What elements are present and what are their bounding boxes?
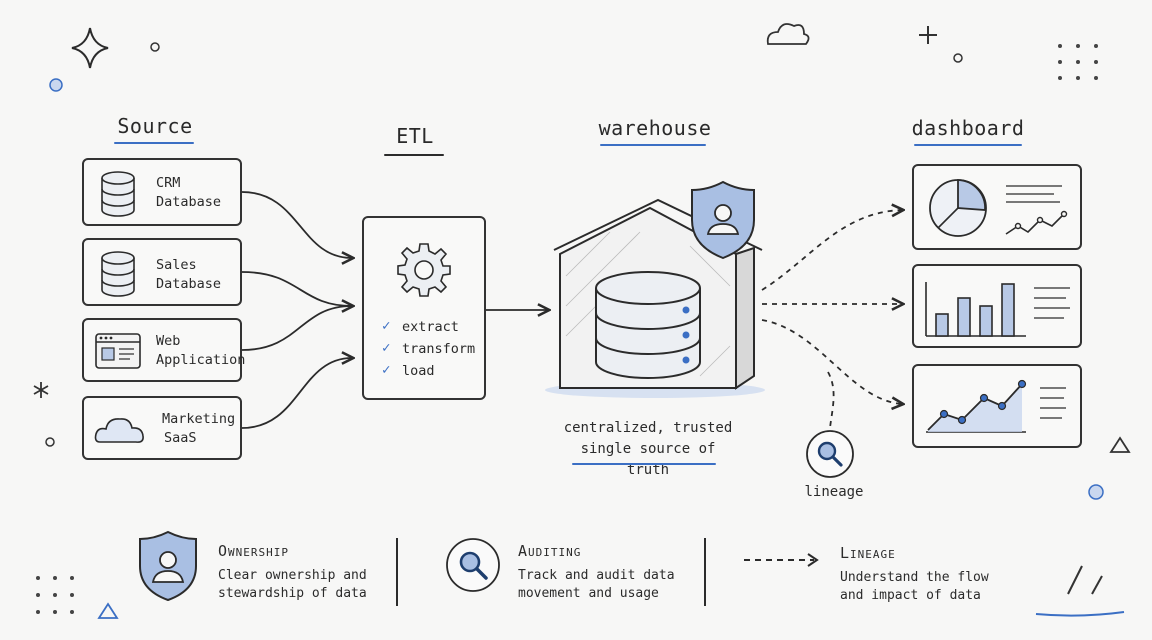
legend-divider [704, 538, 706, 606]
legend-lineage-title: Lineage [840, 544, 896, 562]
blue-dot-icon [49, 78, 63, 92]
source-box-saas: Marketing SaaS [82, 396, 242, 460]
database-icon [101, 171, 135, 217]
cloud-doodle-icon [766, 23, 810, 45]
shield-user-icon [691, 180, 755, 260]
magnifier-icon [806, 430, 854, 478]
warehouse-caption-underline [572, 463, 716, 465]
heading-etl-underline [384, 154, 444, 156]
heading-warehouse-underline [600, 144, 706, 146]
legend-auditing-title: Auditing [518, 542, 582, 560]
lineage-label: lineage [804, 484, 864, 500]
database-icon [595, 271, 701, 379]
legend-ownership-line1: Clear ownership and [218, 568, 367, 583]
heading-source-underline [114, 142, 194, 144]
dot-grid-icon [36, 576, 74, 614]
database-icon [101, 251, 135, 297]
legend-lineage-line2: and impact of data [840, 588, 981, 603]
bar-chart-icon [925, 282, 1070, 337]
dashed-connector-to-dashboard-1 [761, 210, 902, 291]
warehouse-caption-line2: single source of truth [580, 441, 716, 478]
plus-icon [919, 26, 937, 44]
dashed-connector-to-lineage [827, 371, 835, 429]
dot-grid-icon [1058, 44, 1098, 80]
dashboard-panel-bar [912, 264, 1082, 348]
sparkle-icon [71, 27, 109, 69]
heading-dashboard: dashboard [911, 116, 1025, 140]
legend-auditing-line1: Track and audit data [518, 568, 675, 583]
source-sales-line1: Sales [156, 257, 197, 273]
source-saas-line1: Marketing [162, 411, 236, 427]
etl-step-extract: extract [402, 319, 459, 335]
source-web-line1: Web [156, 333, 181, 349]
source-saas-line2: SaaS [164, 430, 197, 446]
cloud-icon [94, 418, 144, 443]
heading-source: Source [117, 114, 193, 138]
etl-step-transform: transform [402, 341, 476, 357]
swoosh-underline [1035, 611, 1125, 617]
dashboard-panel-area [912, 364, 1082, 448]
source-sales-line2: Database [156, 276, 222, 292]
connector-crm-to-etl [241, 191, 352, 258]
dashed-connector-to-dashboard-3 [761, 319, 902, 404]
etl-step-load: load [402, 363, 435, 379]
asterisk-icon [33, 382, 49, 398]
small-circle-icon [45, 437, 55, 447]
source-box-web: Web Application [82, 318, 246, 382]
dashed-arrow-icon [744, 553, 819, 567]
source-crm-line2: Database [156, 194, 222, 210]
browser-window-icon [95, 333, 141, 369]
slash-marks-icon [1067, 565, 1103, 595]
magnifier-icon [446, 538, 500, 592]
pie-chart-icon [929, 179, 1068, 237]
legend-lineage-line1: Understand the flow [840, 570, 989, 585]
heading-etl: ETL [396, 124, 434, 148]
legend-ownership-line2: stewardship of data [218, 586, 367, 601]
heading-warehouse: warehouse [598, 116, 712, 140]
warehouse-illustration [545, 180, 765, 398]
blue-dot-icon [1088, 484, 1104, 500]
connector-saas-to-etl [241, 358, 352, 429]
small-circle-icon [150, 42, 160, 52]
source-box-sales: Sales Database [82, 238, 242, 306]
small-circle-icon [953, 53, 963, 63]
legend-divider [396, 538, 398, 606]
source-crm-line1: CRM [156, 175, 181, 191]
source-web-line2: Application [156, 352, 246, 368]
check-icon: ✓ [382, 340, 391, 356]
shield-user-icon [139, 530, 197, 602]
source-box-crm: CRM Database [82, 158, 242, 226]
connector-web-to-etl [241, 305, 353, 351]
gear-icon [397, 243, 451, 297]
warehouse-caption-line1: centralized, trusted [563, 420, 733, 436]
legend-ownership-title: Ownership [218, 542, 290, 560]
triangle-icon [97, 602, 119, 619]
legend-auditing-line2: movement and usage [518, 586, 659, 601]
check-icon: ✓ [382, 362, 391, 378]
heading-dashboard-underline [914, 144, 1022, 146]
triangle-icon [1109, 436, 1131, 453]
connector-sales-to-etl [241, 271, 352, 306]
dashboard-panel-pie [912, 164, 1082, 250]
area-line-chart-icon [926, 379, 1066, 433]
etl-box: ✓ extract ✓ transform ✓ load [362, 216, 486, 400]
check-icon: ✓ [382, 318, 391, 334]
